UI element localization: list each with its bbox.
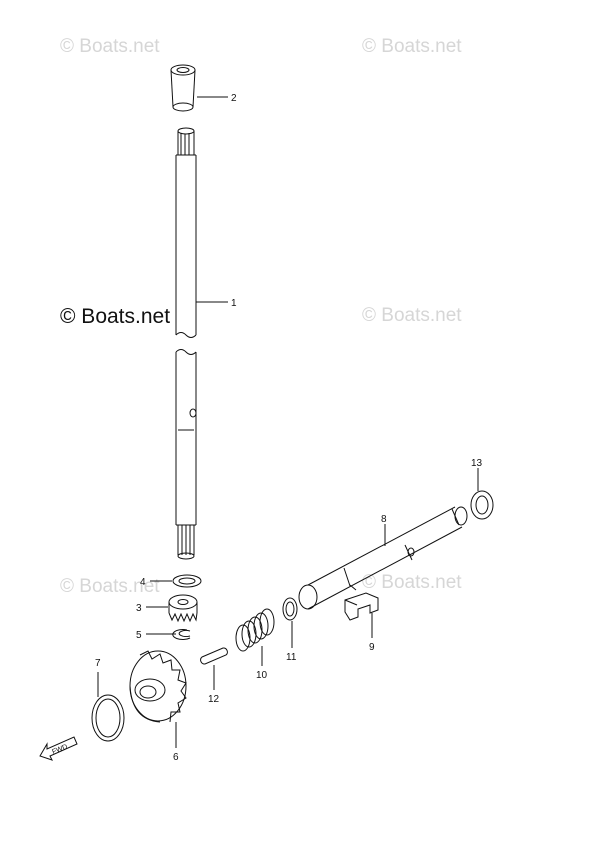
callout-1: 1 <box>231 298 237 309</box>
watermark-low-right: © Boats.net <box>362 572 462 593</box>
part-11-washer <box>282 597 298 621</box>
fwd-arrow-icon <box>39 736 78 761</box>
part-5-circlip <box>172 629 191 641</box>
callout-10: 10 <box>256 670 268 681</box>
part-13-seal <box>470 490 494 520</box>
part-3-pinion-gear <box>168 594 198 623</box>
callout-12: 12 <box>208 694 220 705</box>
watermark-low-left: © Boats.net <box>60 576 160 597</box>
callout-4: 4 <box>140 577 146 588</box>
part-6-bevel-gear <box>129 650 187 723</box>
callout-7: 7 <box>95 658 101 669</box>
callout-6: 6 <box>173 752 179 763</box>
callout-13: 13 <box>471 458 483 469</box>
part-10-spring <box>235 608 275 652</box>
watermark-mid-left: © Boats.net <box>60 305 171 328</box>
watermark-mid-right: © Boats.net <box>362 305 462 326</box>
part-12-pin <box>200 647 228 665</box>
part-8-shift-shaft <box>298 506 468 610</box>
callout-2: 2 <box>231 93 237 104</box>
fwd-label: FWD <box>51 743 68 755</box>
part-2-bushing <box>170 64 196 112</box>
leader-lines <box>97 96 479 748</box>
callout-3: 3 <box>136 603 142 614</box>
callout-8: 8 <box>381 514 387 525</box>
part-7-shim <box>91 694 125 742</box>
callout-11: 11 <box>286 652 297 663</box>
watermark-top-right: © Boats.net <box>362 36 462 57</box>
part-4-washer <box>172 574 202 588</box>
part-1-drive-shaft <box>175 127 197 560</box>
callout-5: 5 <box>136 630 142 641</box>
watermark-top-left: © Boats.net <box>60 36 160 57</box>
callout-9: 9 <box>369 642 375 653</box>
part-9-shift-cam <box>344 592 379 621</box>
